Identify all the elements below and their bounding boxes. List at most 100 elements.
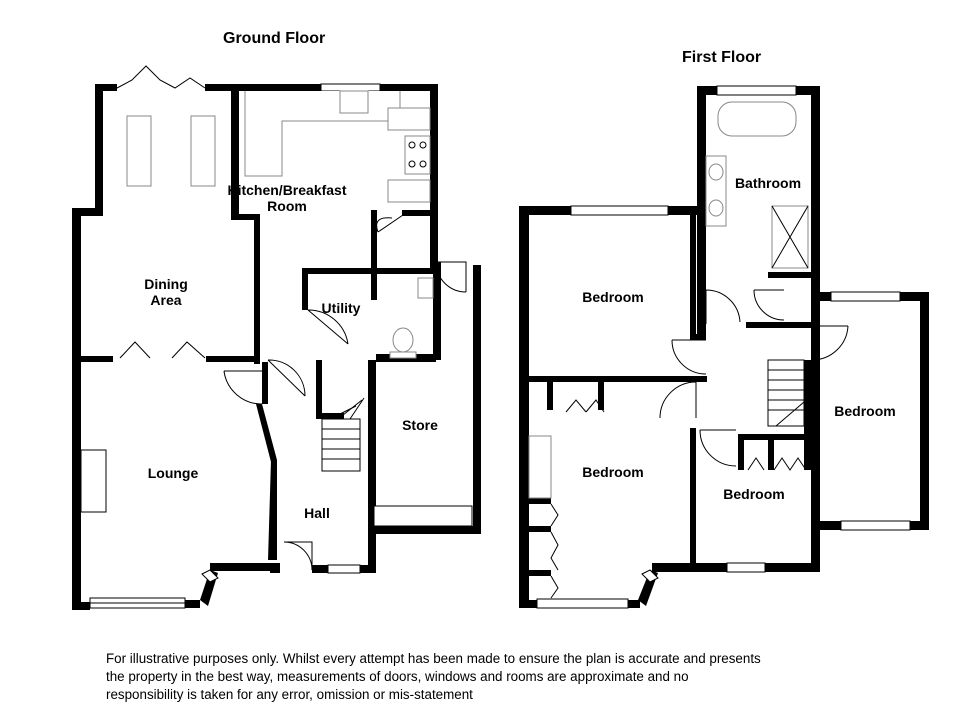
bedroom-1-label: Bedroom xyxy=(582,289,644,305)
ff-wardrobe-shelf-1 xyxy=(529,498,551,504)
utility-basin xyxy=(417,277,434,299)
utility-label: Utility xyxy=(321,300,361,316)
lounge-bay-window xyxy=(201,569,219,583)
dining-label-line2: Area xyxy=(150,292,182,308)
ff-bed2-wardrobe xyxy=(528,435,552,499)
dining-hall-divider xyxy=(254,214,260,364)
dining-bifold-doors xyxy=(116,65,206,89)
store-right-wall xyxy=(473,265,481,534)
utility-left-wall xyxy=(302,268,308,310)
store-door-swing xyxy=(435,261,467,293)
ff-wardrobe-door-3 xyxy=(550,575,559,599)
hall-left-lower xyxy=(268,460,277,560)
kitchen-units xyxy=(244,91,401,177)
hall-label: Hall xyxy=(304,505,330,521)
understairs-left xyxy=(316,360,322,418)
disclaimer-line-3: responsibility is taken for any error, o… xyxy=(106,687,473,702)
kitchen-hob xyxy=(404,135,431,175)
kitchen-left-wall xyxy=(231,84,239,214)
ff-bed3-cupboard-left xyxy=(768,434,774,470)
front-door-swing xyxy=(283,541,313,571)
ff-bed3-wardrobe-doors xyxy=(747,457,807,471)
ff-basin-1 xyxy=(708,163,724,181)
ff-basin-2 xyxy=(708,199,724,217)
ff-bed3-door-swing xyxy=(699,429,737,467)
ff-bed1-door-swing xyxy=(671,339,707,375)
hall-bottom-wall xyxy=(312,565,328,573)
kitchen-top-wall-left xyxy=(231,84,321,91)
ff-bed1-bed2-divider xyxy=(529,376,707,382)
ff-wardrobe-top-divider xyxy=(547,376,553,410)
ground-floor-title: Ground Floor xyxy=(223,30,326,47)
lounge-left-wall xyxy=(72,208,81,610)
ff-bedroom1-top-wall-left xyxy=(519,206,571,215)
ff-landing-top-left xyxy=(690,334,706,340)
kitchen-utility-divider xyxy=(371,210,377,300)
lounge-double-door-2 xyxy=(171,341,206,359)
kitchen-label: Kitchen/Breakfast Room xyxy=(205,182,369,214)
ff-wardrobe-shelf-3 xyxy=(529,570,551,576)
dining-skylight-right xyxy=(190,115,216,187)
ff-bedroom4-window-bottom xyxy=(840,520,911,531)
ground-stairs xyxy=(321,397,365,472)
ff-cupboard-door-swing xyxy=(753,289,785,321)
utility-door-swing xyxy=(307,309,349,345)
ff-wardrobe-shelf-2 xyxy=(529,526,551,532)
ff-bedroom2-window xyxy=(536,598,629,609)
ff-bedroom3-bottom-left xyxy=(652,563,727,572)
ff-bath xyxy=(717,101,797,137)
ff-bedroom3-window xyxy=(726,562,766,573)
ff-bed1-right-wall xyxy=(690,215,696,337)
lounge-bottom-wall-left xyxy=(72,602,90,610)
ff-wardrobe-door-2 xyxy=(550,531,559,571)
ff-wardrobe-doors-top xyxy=(565,399,605,413)
utility-right-wall xyxy=(433,262,441,360)
kitchen-bottom-right xyxy=(402,210,432,216)
ff-shower-bottom-wall xyxy=(768,272,811,278)
porch-corner xyxy=(270,563,280,573)
ff-bed2-bed3-divider xyxy=(690,428,696,568)
bedroom-2-label: Bedroom xyxy=(582,464,644,480)
ff-left-wall xyxy=(519,206,529,608)
disclaimer-line-2: the property in the best way, measuremen… xyxy=(106,669,689,684)
ff-bathroom-top-right xyxy=(796,86,820,95)
kitchen-double-door xyxy=(376,214,404,233)
dining-left-step-wall xyxy=(72,208,103,216)
ff-bed3-top-wall xyxy=(738,434,811,440)
kitchen-unit-right-lower xyxy=(387,179,431,203)
hall-door-swing xyxy=(267,359,306,397)
dining-top-wall-left xyxy=(95,84,117,91)
store-shelf xyxy=(373,505,473,527)
ff-bathroom-right-wall xyxy=(811,86,820,300)
kitchen-label-line1: Kitchen/Breakfast xyxy=(227,182,347,198)
ff-bedroom4-left-wall xyxy=(811,292,820,572)
store-left-wall xyxy=(368,360,376,573)
store-bottom-wall xyxy=(368,526,480,534)
ff-bathroom-window xyxy=(716,85,797,96)
kitchen-window xyxy=(320,83,381,92)
understairs-bottom xyxy=(316,413,344,419)
ff-bathroom-top-left xyxy=(697,86,717,95)
ff-bedroom4-right-wall xyxy=(920,292,929,530)
ff-bed3-wardrobe-wall xyxy=(738,434,744,470)
hall-angled-wall xyxy=(256,404,277,462)
ff-bed2-door-swing xyxy=(659,381,697,419)
disclaimer-line-1: For illustrative purposes only. Whilst e… xyxy=(106,651,761,666)
ff-stairs xyxy=(767,359,805,427)
bathroom-label: Bathroom xyxy=(734,175,802,191)
lounge-fireplace xyxy=(80,449,107,513)
ground-floor-plan xyxy=(72,65,481,610)
ff-bedroom4-bottom-right xyxy=(910,521,929,530)
kitchen-right-wall xyxy=(430,84,438,270)
kitchen-label-line2: Room xyxy=(267,198,307,214)
lounge-door-swing xyxy=(223,370,263,405)
first-floor-title: First Floor xyxy=(682,49,762,66)
utility-wc xyxy=(392,327,414,353)
store-label: Store xyxy=(402,417,438,433)
dining-top-wall-right xyxy=(205,84,231,91)
lounge-bottom-wall-right xyxy=(185,600,200,608)
kitchen-unit-right xyxy=(387,107,431,131)
ff-bedroom4-bottom-left xyxy=(811,521,841,530)
dining-lounge-divider-right xyxy=(206,356,260,362)
